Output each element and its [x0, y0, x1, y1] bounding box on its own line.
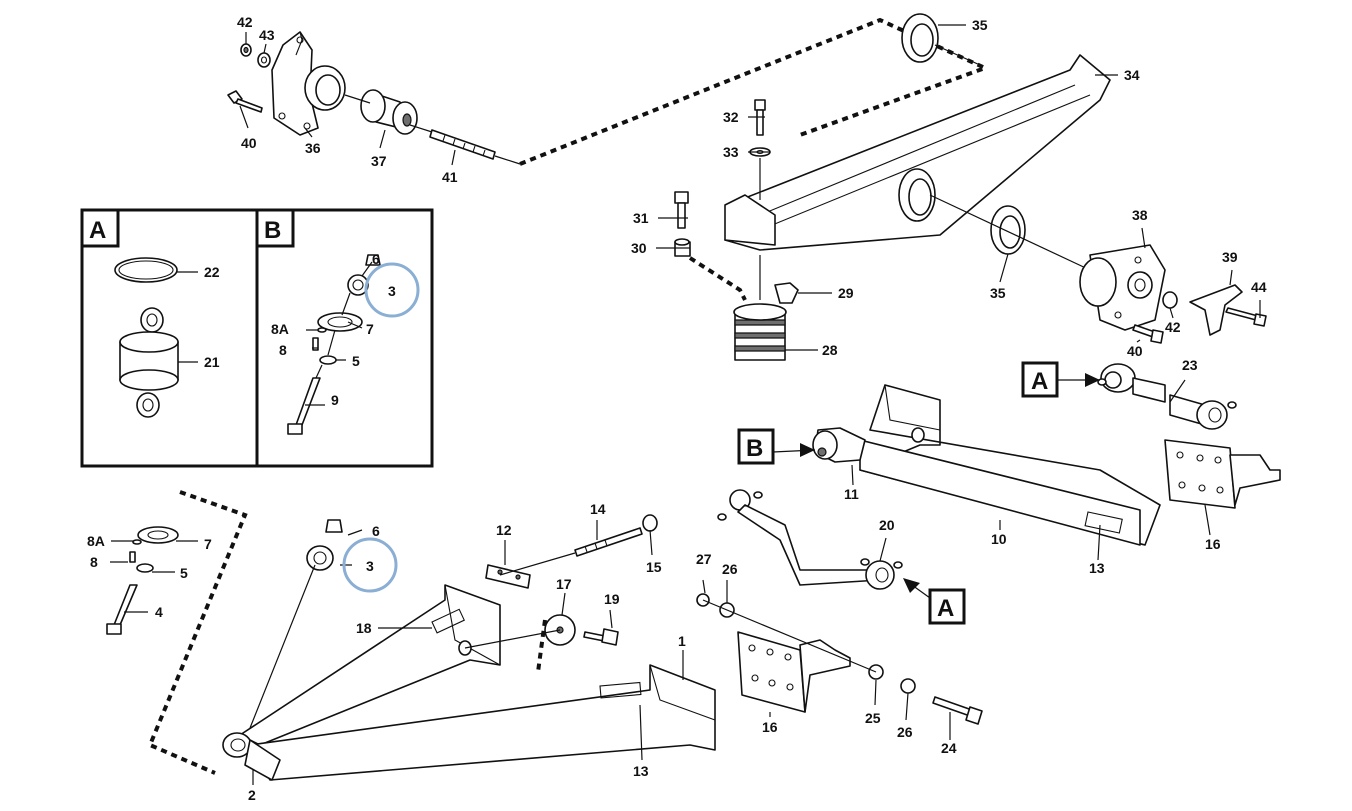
- callout-40-top: 40: [241, 135, 257, 151]
- callout-33: 33: [723, 144, 739, 160]
- highlight-circles: [342, 262, 420, 593]
- callout-b-5: 5: [352, 353, 360, 369]
- callout-7: 7: [204, 536, 212, 552]
- callout-16-right: 16: [1205, 536, 1221, 552]
- callout-13-right: 13: [1089, 560, 1105, 576]
- callout-21: 21: [204, 354, 220, 370]
- callout-42-top: 42: [237, 14, 253, 30]
- callout-38: 38: [1132, 207, 1148, 223]
- a-frame-assembly: [106, 490, 716, 781]
- callout-35-lower: 35: [990, 285, 1006, 301]
- callout-44: 44: [1251, 279, 1267, 295]
- callout-b-8a: 8A: [271, 321, 289, 337]
- detail-b-contents: [287, 254, 381, 435]
- callout-31: 31: [633, 210, 649, 226]
- callout-10: 10: [991, 531, 1007, 547]
- callout-b-7: 7: [366, 321, 374, 337]
- bracket-assembly-bottom: [696, 593, 983, 725]
- callout-12: 12: [496, 522, 512, 538]
- callout-22: 22: [204, 264, 220, 280]
- callout-13-bottom: 13: [633, 763, 649, 779]
- detail-box-b-label: B: [264, 217, 281, 244]
- detail-ref-boxes: [737, 361, 1059, 625]
- callout-25: 25: [865, 710, 881, 726]
- highlight-circle-3: [342, 537, 398, 593]
- callout-27: 27: [696, 551, 712, 567]
- callout-b-6: 6: [372, 251, 380, 267]
- detail-box-a-label: A: [89, 217, 106, 244]
- callout-23: 23: [1182, 357, 1198, 373]
- ref-b-label: B: [746, 435, 763, 462]
- callout-8: 8: [90, 554, 98, 570]
- crossmember-assembly: [674, 13, 1111, 361]
- callout-37: 37: [371, 153, 387, 169]
- callout-18: 18: [356, 620, 372, 636]
- callout-17: 17: [556, 576, 572, 592]
- bracket-assembly-right: [1079, 244, 1267, 344]
- callout-b-3: 3: [388, 283, 396, 299]
- detail-frames: [80, 208, 434, 468]
- ref-a-bottom-label: A: [937, 595, 954, 622]
- callout-28: 28: [822, 342, 838, 358]
- callout-36: 36: [305, 140, 321, 156]
- torque-rod-assembly: [1097, 363, 1281, 509]
- highlight-circle-b3: [364, 262, 420, 318]
- callout-26-top: 26: [722, 561, 738, 577]
- callout-41: 41: [442, 169, 458, 185]
- callout-3: 3: [366, 558, 374, 574]
- callout-24: 24: [941, 740, 957, 756]
- callout-6: 6: [372, 523, 380, 539]
- callout-14: 14: [590, 501, 606, 517]
- callout-labels: 42 43 40 36 37 41 35 34 32 33 31 30 29 2…: [87, 14, 1267, 803]
- callout-42-right: 42: [1165, 319, 1181, 335]
- callout-32: 32: [723, 109, 739, 125]
- main-arm-assembly: [717, 384, 1161, 590]
- callout-29: 29: [838, 285, 854, 301]
- callout-11: 11: [844, 486, 859, 502]
- leader-lines: [110, 24, 1261, 785]
- callout-2: 2: [248, 787, 256, 803]
- callout-8a: 8A: [87, 533, 105, 549]
- callout-40-right: 40: [1127, 343, 1143, 359]
- reference-arrows: [772, 373, 1100, 599]
- callout-b-8: 8: [279, 342, 287, 358]
- callout-20: 20: [879, 517, 895, 533]
- callout-26-bottom: 26: [897, 724, 913, 740]
- callout-15: 15: [646, 559, 662, 575]
- callout-5: 5: [180, 565, 188, 581]
- callout-34: 34: [1124, 67, 1140, 83]
- callout-b-9: 9: [331, 392, 339, 408]
- bracket-assembly-top-left: [227, 17, 991, 166]
- callout-39: 39: [1222, 249, 1238, 265]
- callout-30: 30: [631, 240, 647, 256]
- detail-a-contents: [114, 257, 179, 418]
- callout-1: 1: [678, 633, 686, 649]
- ref-a-right-label: A: [1031, 368, 1048, 395]
- callout-43: 43: [259, 27, 275, 43]
- callout-4: 4: [155, 604, 163, 620]
- callout-19: 19: [604, 591, 620, 607]
- callout-35-top: 35: [972, 17, 988, 33]
- callout-16-bottom: 16: [762, 719, 778, 735]
